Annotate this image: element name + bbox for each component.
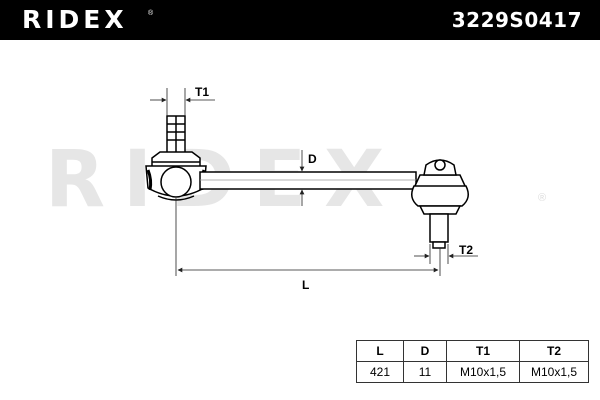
left-threaded-stud bbox=[166, 115, 186, 155]
t1-dimension-lines bbox=[150, 88, 215, 116]
left-nut bbox=[151, 151, 201, 169]
d-label: D bbox=[308, 152, 317, 166]
brand-registered-mark: ® bbox=[148, 10, 154, 17]
specs-value-t1: M10x1,5 bbox=[446, 361, 520, 383]
specs-values-row: 421 11 M10x1,5 M10x1,5 bbox=[356, 361, 589, 383]
link-bar bbox=[199, 171, 417, 190]
right-ball-joint bbox=[411, 159, 469, 215]
t2-label: T2 bbox=[459, 243, 474, 257]
header-bar: RIDEX ® 3229S0417 bbox=[0, 0, 600, 40]
specs-header-row: L D T1 T2 bbox=[356, 340, 589, 362]
specs-value-t2: M10x1,5 bbox=[519, 361, 589, 383]
watermark-registered-mark: ® bbox=[538, 192, 547, 204]
brand-logo: RIDEX bbox=[22, 5, 128, 34]
part-number: 3229S0417 bbox=[451, 8, 582, 32]
left-ball-joint bbox=[145, 165, 207, 201]
specs-header-d: D bbox=[403, 340, 447, 362]
t2-dimension-lines bbox=[414, 244, 478, 264]
specs-header-l: L bbox=[356, 340, 404, 362]
specs-value-d: 11 bbox=[403, 361, 447, 383]
specs-header-t2: T2 bbox=[519, 340, 589, 362]
l-dimension-lines bbox=[175, 198, 441, 276]
specs-value-l: 421 bbox=[356, 361, 404, 383]
t1-label: T1 bbox=[195, 85, 210, 99]
specs-table: L D T1 T2 421 11 M10x1,5 M10x1,5 bbox=[356, 340, 589, 383]
l-label: L bbox=[302, 278, 310, 292]
specs-header-t1: T1 bbox=[446, 340, 520, 362]
right-threaded-stud bbox=[429, 213, 449, 249]
